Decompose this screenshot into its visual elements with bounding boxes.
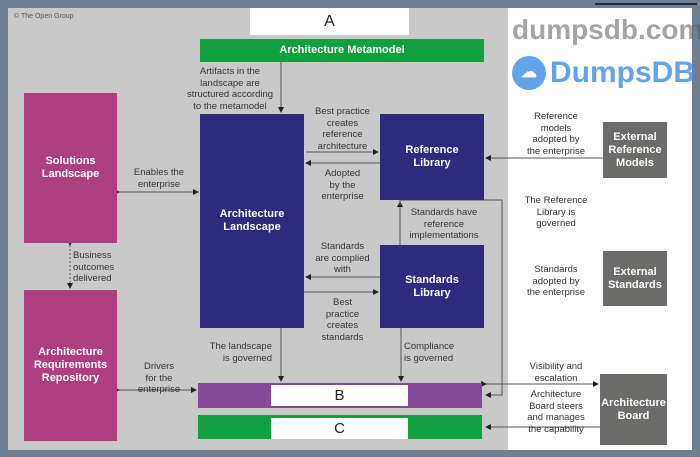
label-artifacts: Artifacts in the landscape are structure…: [186, 66, 274, 112]
gray-panel-right: [409, 8, 508, 450]
label-adopted: Adopted by the enterprise: [321, 168, 364, 202]
external-standards: External Standards: [603, 251, 667, 306]
label-best-practice-std: Best practice creates standards: [321, 297, 364, 343]
top-line: [595, 3, 697, 5]
reference-library: Reference Library: [380, 114, 484, 200]
label-standards-adopted: Standards adopted by the enterprise: [526, 264, 586, 298]
label-landscape-governed: The landscape is governed: [209, 341, 272, 364]
label-complied: Standards are complied with: [315, 241, 370, 275]
label-reference-models: Reference models adopted by the enterpri…: [526, 111, 586, 157]
label-visibility: Visibility and escalation: [529, 361, 583, 384]
architecture-board: Architecture Board: [600, 374, 667, 445]
solutions-landscape: Solutions Landscape: [24, 93, 117, 243]
architecture-landscape: Architecture Landscape: [200, 114, 304, 328]
label-enables: Enables the enterprise: [133, 167, 185, 190]
label-business-outcomes: Business outcomes delivered: [73, 250, 115, 284]
blank-b: B: [271, 385, 408, 406]
label-board-steers: Architecture Board steers and manages th…: [527, 389, 585, 435]
label-reference-library-governed: The Reference Library is governed: [524, 195, 588, 229]
cloud-database-icon: ☁: [512, 56, 546, 90]
external-reference-models: External Reference Models: [603, 122, 667, 178]
label-drivers: Drivers for the enterprise: [137, 361, 181, 395]
blank-c: C: [271, 418, 408, 439]
architecture-requirements-repository: Architecture Requirements Repository: [24, 290, 117, 441]
label-standards-have: Standards have reference implementations: [409, 207, 479, 241]
watermark-dumpsdb: ☁DumpsDB: [512, 56, 695, 90]
standards-library: Standards Library: [380, 245, 484, 328]
watermark-dumpsdb-com: dumpsdb.com: [512, 14, 700, 45]
label-best-practice-ref: Best practice creates reference architec…: [315, 106, 370, 152]
watermark-brand-text: DumpsDB: [550, 56, 696, 89]
blank-a: A: [324, 12, 335, 30]
label-compliance-governed: Compliance is governed: [404, 341, 455, 364]
copyright: © The Open Group: [14, 13, 74, 20]
architecture-metamodel: Architecture Metamodel: [200, 39, 484, 62]
